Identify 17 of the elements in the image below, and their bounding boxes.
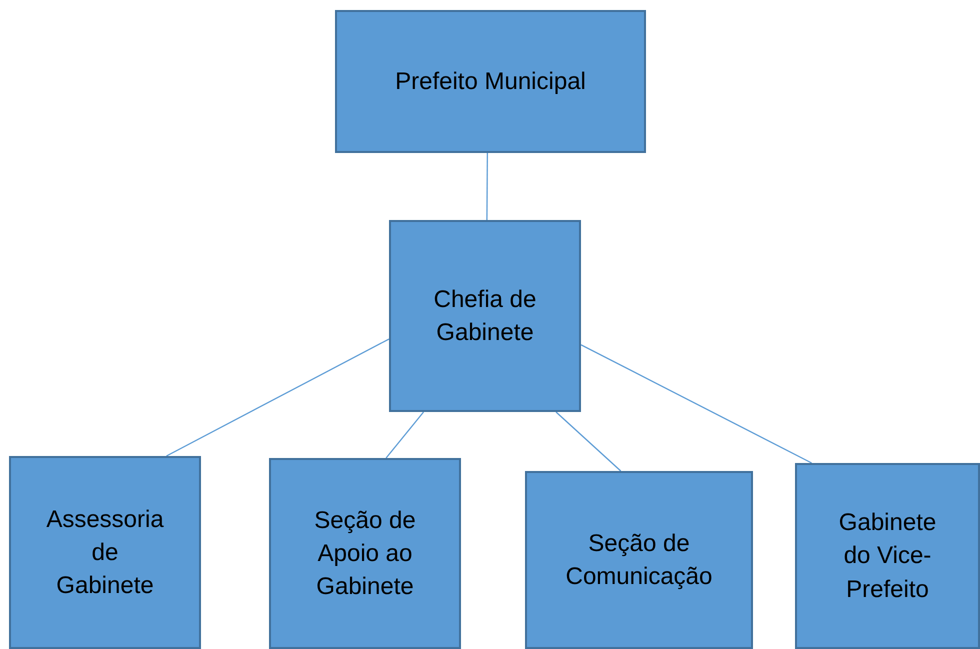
org-box	[389, 220, 581, 412]
connector-line	[556, 412, 622, 472]
connector-line	[486, 153, 488, 220]
box-label: Seção de Apoio ao Gabinete	[313, 506, 417, 602]
org-box	[525, 471, 753, 649]
box-label: Chefia de Gabinete	[432, 284, 538, 348]
org-box	[269, 458, 461, 649]
org-box	[335, 10, 646, 153]
connector-line	[386, 412, 424, 458]
box-label: Gabinete do Vice-Prefeito	[838, 508, 938, 605]
box-label: Seção de Comunicação	[564, 528, 714, 592]
org-box	[9, 456, 201, 649]
connector-line	[580, 344, 812, 464]
connector-line	[166, 338, 390, 457]
org-box	[795, 463, 980, 649]
box-label: Prefeito Municipal	[394, 66, 587, 97]
box-label: Assessoria de Gabinete	[45, 504, 165, 602]
